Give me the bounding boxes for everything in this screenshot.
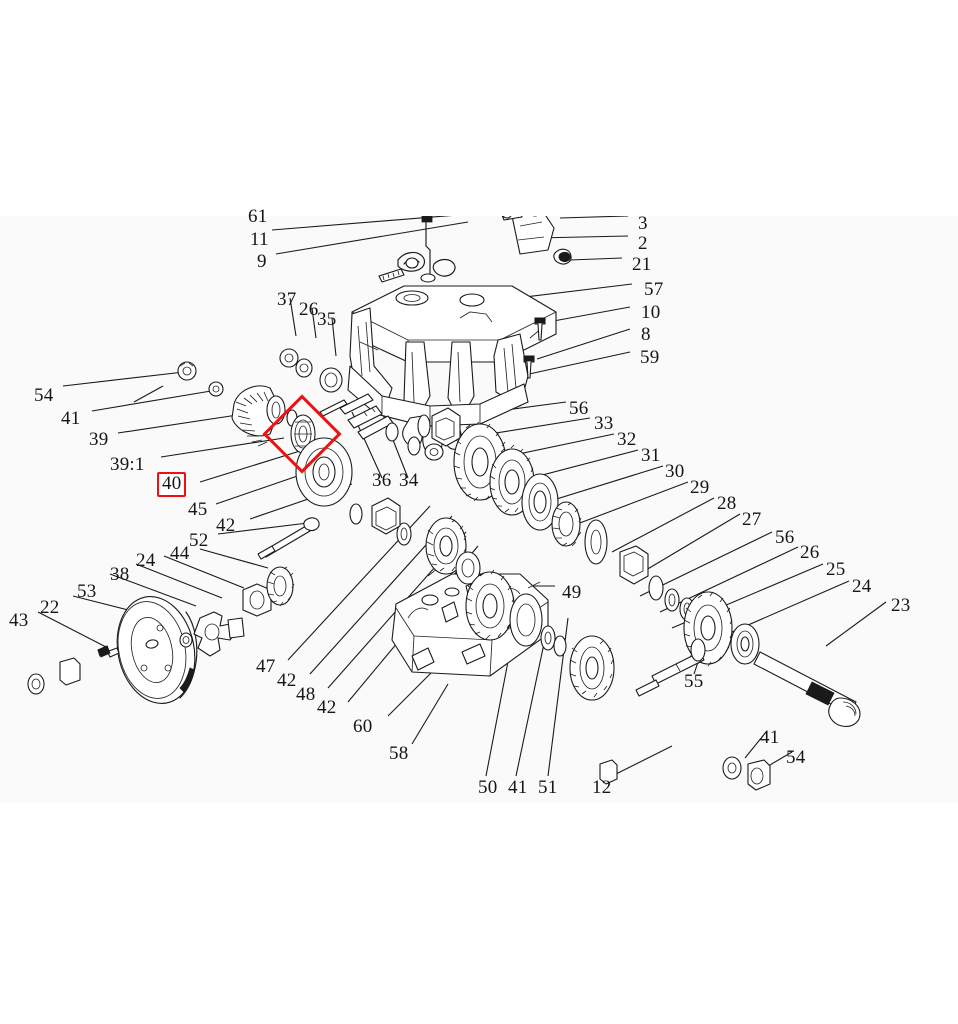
callout-30: 30 [665,461,685,482]
callout-38: 38 [110,564,130,585]
callout-22: 22 [40,597,60,618]
callout-40-highlighted: 40 [157,472,187,497]
bevel-gear-assembly [177,361,353,507]
callout-11: 11 [250,229,269,250]
callout-41-left: 41 [61,408,81,429]
callout-44: 44 [170,543,190,564]
callout-42-low: 42 [317,697,337,718]
callout-2: 2 [638,233,648,254]
callout-37: 37 [277,289,297,310]
callout-26-lower: 26 [800,542,820,563]
callout-21: 21 [632,254,652,275]
gears-lower-cluster [425,517,705,701]
callout-34: 34 [399,470,419,491]
bushing-washer-bottom-right [690,638,771,791]
diagram-plate [0,216,958,802]
small-parts-37-26-35 [279,348,343,393]
callout-47: 47 [256,656,276,677]
callout-26-upper: 26 [299,299,319,320]
callout-42-left: 42 [216,515,236,536]
bottom-left-small-parts [27,657,81,695]
pulley-brake-assembly [97,517,320,704]
callout-59: 59 [640,347,660,368]
callout-56-lower: 56 [775,527,795,548]
callout-48: 48 [296,684,316,705]
callout-3: 3 [638,213,648,234]
callout-53: 53 [77,581,97,602]
misc-small-parts [349,422,618,785]
callout-8: 8 [641,324,651,345]
callout-24-right: 24 [852,576,872,597]
pins-and-keys-36-34 [319,393,394,440]
callout-42-mid: 42 [277,670,297,691]
exploded-view-illustration [27,216,887,791]
callout-29: 29 [690,477,710,498]
leader-lines-top-left [271,216,469,357]
callout-25: 25 [826,559,846,580]
callout-43: 43 [9,610,29,631]
callout-58: 58 [389,743,409,764]
callout-27: 27 [742,509,762,530]
callout-36: 36 [372,470,392,491]
callout-12: 12 [592,777,612,798]
callout-28: 28 [717,493,737,514]
callout-49: 49 [562,582,582,603]
callout-60: 60 [353,716,373,737]
callout-45: 45 [188,499,208,520]
callout-56-upper: 56 [569,398,589,419]
callout-51: 51 [538,777,558,798]
callout-54-right: 54 [786,747,806,768]
callout-32: 32 [617,429,637,450]
callout-41-bottom: 41 [508,777,528,798]
callout-50: 50 [478,777,498,798]
callout-61: 61 [248,206,268,227]
callout-52: 52 [189,530,209,551]
bracket-plate-assembly [501,216,572,265]
callout-55: 55 [684,671,704,692]
main-housing-casting [347,285,557,461]
callout-54-left: 54 [34,385,54,406]
callout-23: 23 [891,595,911,616]
callout-39-1: 39:1 [110,454,145,475]
callout-24-left: 24 [136,550,156,571]
callout-33: 33 [594,413,614,434]
callout-31: 31 [641,445,661,466]
gear-cluster-main [417,407,760,667]
axle-shaft-23 [753,651,861,727]
leader-lines-left [62,371,353,520]
callout-9: 9 [257,251,267,272]
fasteners-housing [523,317,546,379]
callout-35: 35 [317,309,337,330]
callout-39: 39 [89,429,109,450]
callout-41-right: 41 [760,727,780,748]
diagram-plate-inner [0,216,958,802]
callout-57: 57 [644,279,664,300]
callout-10: 10 [641,302,661,323]
